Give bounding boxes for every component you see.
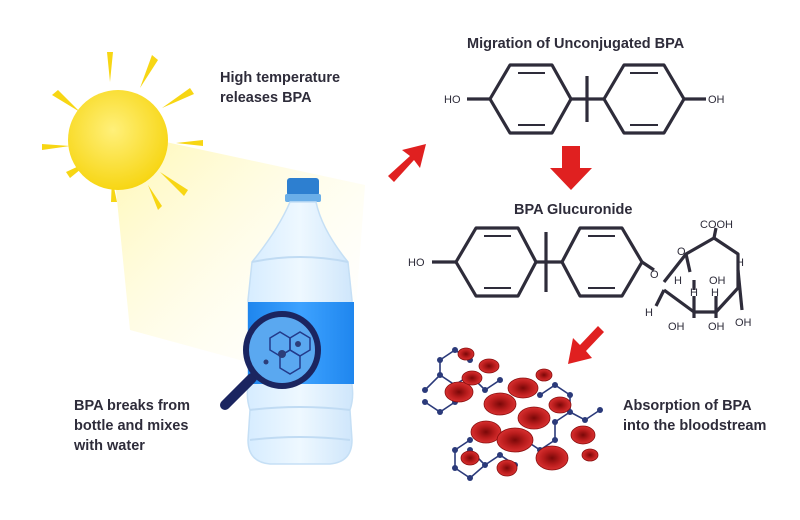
migration-title: Migration of Unconjugated BPA <box>467 36 685 52</box>
atom-g-ho: HO <box>408 257 425 269</box>
heat-label: High temperature releases BPA <box>220 70 341 106</box>
absorption-label: Absorption of BPA into the bloodstream <box>623 398 767 434</box>
atom-oh1: OH <box>709 275 726 287</box>
atom-cooh: COOH <box>700 219 733 231</box>
atom-h1: H <box>674 275 682 287</box>
atom-h2: H <box>736 257 744 269</box>
leach-label: BPA breaks from bottle and mixes with wa… <box>74 398 191 454</box>
bpa-glucuronide-molecule <box>432 226 744 318</box>
atom-oh2: OH <box>668 321 685 333</box>
bpa-molecule <box>467 63 706 135</box>
atom-o-ring: O <box>677 246 686 258</box>
arrow-icon <box>388 144 604 364</box>
atom-oh3: OH <box>708 321 725 333</box>
atom-labels: HO OH HO O O COOH H H H H H OH OH OH OH <box>408 94 752 333</box>
sun-icon <box>42 52 203 210</box>
atom-h5: H <box>711 287 719 299</box>
magnifying-glass-icon <box>220 311 321 410</box>
atom-o-link: O <box>650 269 659 281</box>
atom-oh-right: OH <box>708 94 725 106</box>
atom-h3: H <box>645 307 653 319</box>
atom-h4: H <box>690 287 698 299</box>
atom-oh4: OH <box>735 317 752 329</box>
atom-ho-left: HO <box>444 94 461 106</box>
blood-cells-icon <box>422 347 603 481</box>
glucuronide-title: BPA Glucuronide <box>514 202 633 218</box>
